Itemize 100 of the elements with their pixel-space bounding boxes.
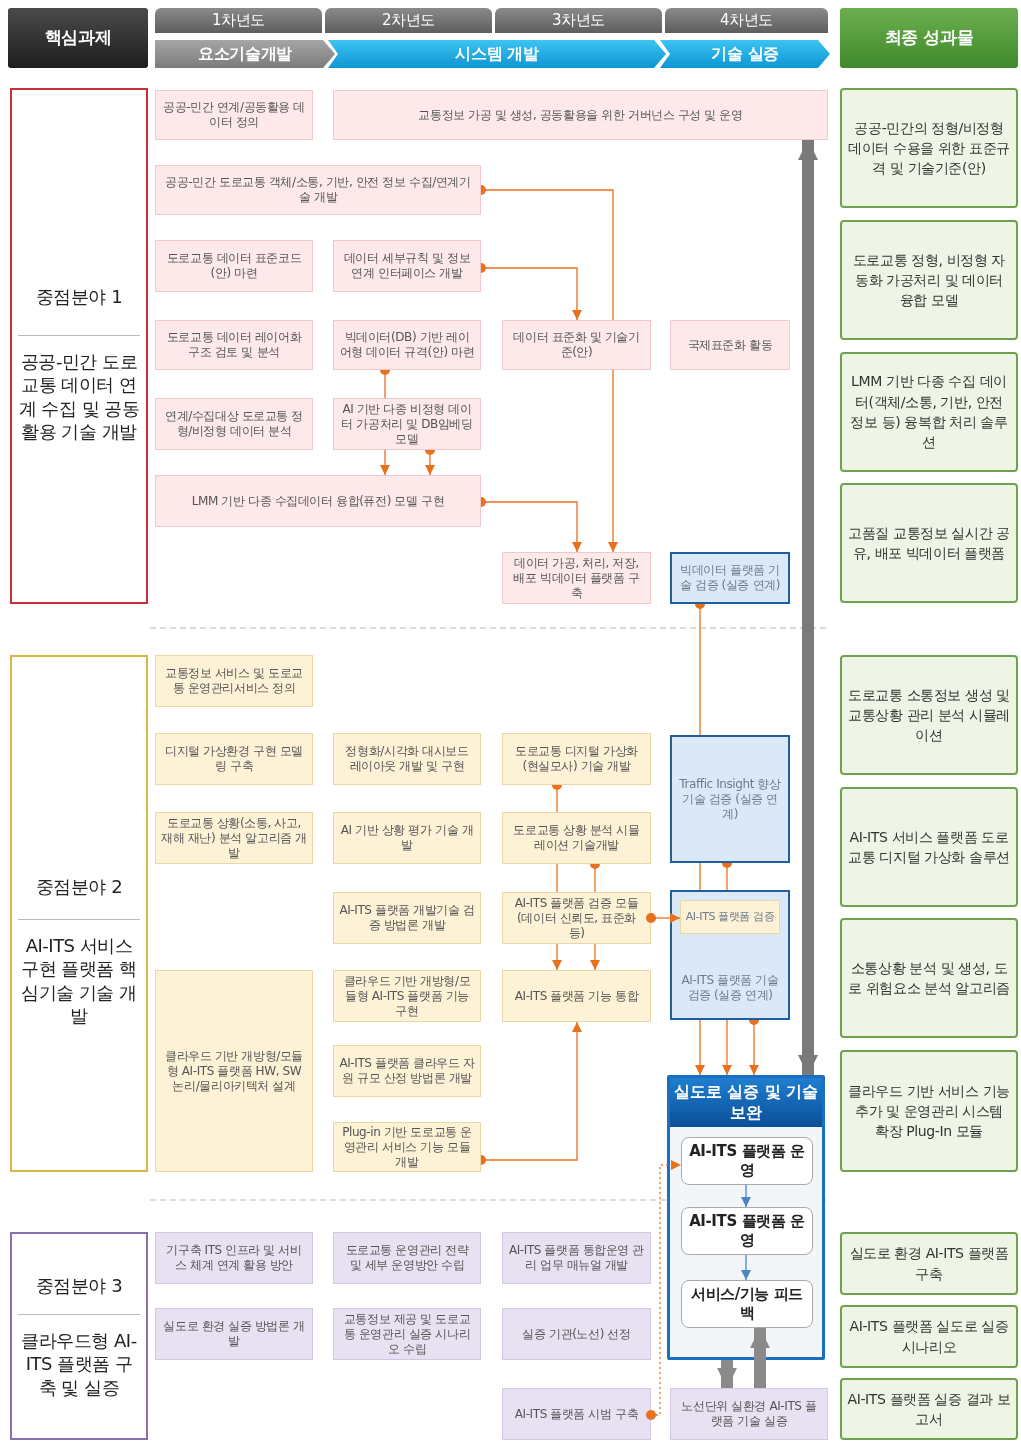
task-box <box>670 1388 828 1440</box>
task-box <box>155 655 313 707</box>
task-box <box>333 970 481 1022</box>
arrow <box>741 1184 751 1208</box>
result-box <box>840 918 1018 1038</box>
box-text: 데이터 세부규칙 및 정보연계 인터페이스 개발 <box>342 250 472 282</box>
verification-box <box>670 890 790 1020</box>
task-box <box>502 892 651 944</box>
box-text: AI 기반 다종 비정형 데이터 가공처리 및 DB임베딩 모델 <box>340 400 474 448</box>
result-box <box>840 1378 1018 1440</box>
box-text: 3차년도 <box>551 10 606 32</box>
thick-arrow <box>798 140 818 1075</box>
task-box <box>670 320 790 370</box>
box-text: 도로교통 데이터 레이어화 구조 검토 및 분석 <box>165 329 303 361</box>
task-box <box>333 1308 481 1360</box>
arrow <box>741 1254 751 1281</box>
result-box <box>840 1232 1018 1295</box>
arrow <box>695 1019 705 1076</box>
box-text: 실도로 환경 AI-ITS 플랫폼 구축 <box>848 1244 1010 1284</box>
arrow <box>552 943 562 971</box>
box-text: 연계/수집대상 도로교통 정형/비정형 데이터 분석 <box>163 408 305 440</box>
task-box <box>155 970 313 1172</box>
box-text: 4차년도 <box>719 10 774 32</box>
box-text: 도로교통 데이터 표준코드(안) 마련 <box>165 250 303 282</box>
box-text: Traffic Insight 향상 기술 검증 (실증 연계) <box>678 775 782 823</box>
verification-box <box>680 900 780 934</box>
box-text: 요소기술개발 <box>197 43 293 65</box>
box-text: AI-ITS 플랫폼 운영 <box>688 1210 806 1251</box>
result-box <box>840 483 1018 603</box>
section-title: 공공-민간 도로교통 데이터 연계 수집 및 공동활용 기술 개발 <box>18 335 140 444</box>
step-box <box>681 1280 813 1328</box>
box-text: 핵심과제 <box>43 26 113 50</box>
box-text: 서비스/기능 피드백 <box>689 1283 805 1324</box>
box-text: AI-ITS 플랫폼 개발기술 검증 방법론 개발 <box>338 902 476 934</box>
result-box <box>840 352 1018 472</box>
task-box <box>502 1308 651 1360</box>
box-text: 기구축 ITS 인프라 및 서비스 체계 연계 활용 방안 <box>165 1242 303 1274</box>
task-box <box>155 475 481 527</box>
box-text: 소통상황 분석 및 생성, 도로 위험요소 분석 알고리즘 <box>847 958 1011 998</box>
task-box <box>502 1232 651 1284</box>
box-text: AI-ITS 플랫폼 기능 통합 <box>513 987 640 1005</box>
box-text: 도로교통 상황(소통, 사고, 재해 재난) 분석 알고리즘 개발 <box>160 814 308 862</box>
box-text: 도로교통 운영관리 전략 및 세부 운영방안 수립 <box>344 1242 470 1274</box>
box-text: 도로교통 디지털 가상화 (현실모사) 기술 개발 <box>514 743 639 775</box>
task-box <box>333 733 481 785</box>
box-text: AI-ITS 플랫폼 실도로 실증 시나리오 <box>848 1317 1010 1357</box>
section-title: AI-ITS 서비스 구현 플랫폼 핵심기술 기술 개발 <box>18 919 140 1028</box>
box-text: 1차년도 <box>211 10 266 32</box>
result-box <box>840 1305 1018 1368</box>
box-text: LMM 기반 다종 수집 데이터(객체/소통, 기반, 안전 정보 등) 융복합 처리 솔루션 <box>849 372 1009 453</box>
box-text: 고품질 교통정보 실시간 공유, 배포 빅데이터 플랫폼 <box>847 523 1011 563</box>
task-box <box>502 320 651 370</box>
result-box <box>840 655 1018 775</box>
box-text: 빅데이터(DB) 기반 레이어형 데이터 규격(안) 마련 <box>338 329 476 361</box>
task-box <box>155 1308 313 1360</box>
box-text: AI 기반 상황 평가 기술 개발 <box>339 822 475 854</box>
thick-arrow <box>750 1328 770 1388</box>
box-text: LMM 기반 다종 수집데이터 융합(퓨전) 모델 구현 <box>190 492 446 510</box>
step-box <box>681 1137 813 1185</box>
arrow <box>722 1019 732 1076</box>
box-text: 도로교통 소통정보 생성 및 교통상황 관리 분석 시뮬레이션 <box>847 685 1011 746</box>
box-text: 데이터 표준화 및 기술기준(안) <box>512 329 641 361</box>
task-box <box>155 733 313 785</box>
box-text: 클라우드 기반 개방형/모듈형 AI-ITS 플랫폼 기능 구현 <box>342 972 472 1020</box>
box-text: 실증 기관(노선) 선정 <box>521 1325 632 1343</box>
task-box <box>155 320 313 370</box>
task-box <box>155 240 313 292</box>
box-text: 2차년도 <box>381 10 436 32</box>
verification-box <box>670 735 790 863</box>
task-box <box>155 1232 313 1284</box>
box-text: AI-ITS 서비스 플랫폼 도로교통 디지털 가상화 솔루션 <box>847 827 1011 867</box>
box-text: 실도로 환경 실증 방법론 개발 <box>162 1318 306 1350</box>
section-heading: 중점분야 3 <box>34 1274 124 1298</box>
result-box <box>840 787 1018 907</box>
box-text: 교통정보 가공 및 생성, 공동활용을 위한 거버넌스 구성 및 운영 <box>417 106 744 124</box>
arrow <box>590 943 600 971</box>
task-box <box>333 240 481 292</box>
task-box <box>502 733 651 785</box>
box-text: AI-ITS 플랫폼 클라우드 자원 규모 산정 방법론 개발 <box>338 1055 476 1087</box>
demo-panel <box>667 1075 825 1360</box>
task-box <box>333 892 481 944</box>
task-box <box>155 398 313 450</box>
section-panel <box>10 1232 148 1440</box>
box-text: AI-ITS 플랫폼 실증 결과 보고서 <box>846 1389 1012 1429</box>
box-text: 시스템 개발 <box>454 43 540 65</box>
arrow <box>380 449 390 476</box>
section-panel <box>10 88 148 604</box>
box-text: 공공-민간 도로교통 객체/소통, 기반, 안전 정보 수집/연계기술 개발 <box>164 174 472 206</box>
box-text: AI-ITS 플랫폼 검증 모듈 (데이터 신뢰도, 표준화 등) <box>513 894 640 942</box>
phase-band <box>155 40 335 68</box>
verification-box <box>670 552 790 604</box>
box-text: 기술 실증 <box>710 43 780 65</box>
box-text: 클라우드 기반 서비스 기능 추가 및 운영관리 시스템 확장 Plug-In 모듈 <box>847 1081 1011 1142</box>
header-box <box>840 8 1018 68</box>
box-text: Plug-in 기반 도로교통 운영관리 서비스 기능 모듈 개발 <box>341 1123 473 1171</box>
year-tab <box>495 8 662 33</box>
task-box <box>502 970 651 1022</box>
task-box <box>333 812 481 864</box>
task-box <box>502 552 651 604</box>
box-text: 교통정보 서비스 및 도로교통 운영관리서비스 정의 <box>164 665 304 697</box>
